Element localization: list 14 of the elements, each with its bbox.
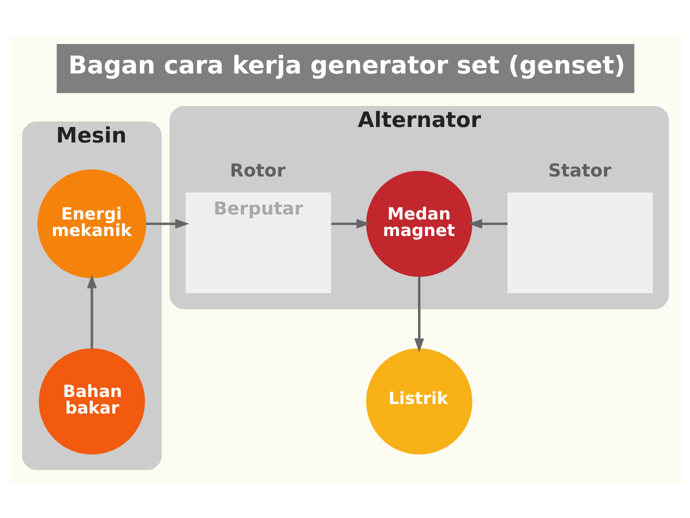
node-circle: Medan magnet bbox=[366, 170, 472, 277]
node-box: Berputar bbox=[185, 192, 330, 294]
node-circle: Bahan bakar bbox=[38, 348, 144, 455]
node-label: Rotor bbox=[229, 160, 286, 182]
diagram-title: Bagan cara kerja generator set (genset) bbox=[68, 50, 625, 80]
arrow bbox=[414, 276, 424, 352]
node-circle: Energi mekanik bbox=[36, 169, 146, 278]
node-box bbox=[507, 192, 652, 294]
node-circle: Listrik bbox=[366, 348, 472, 455]
arrow bbox=[468, 218, 507, 229]
arrow bbox=[86, 274, 96, 349]
node-label: Stator bbox=[548, 160, 611, 182]
arrow bbox=[145, 218, 189, 229]
arrow bbox=[330, 218, 370, 229]
